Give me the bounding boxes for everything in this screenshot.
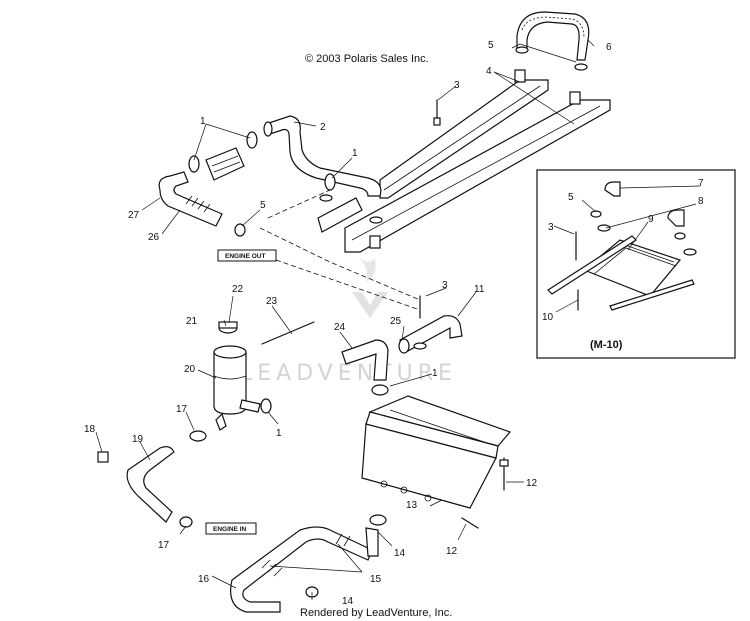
callout-20: 20 <box>184 364 196 375</box>
callout-12: 12 <box>446 546 458 557</box>
dashed-connection <box>259 189 421 311</box>
callout-13: 13 <box>406 500 418 511</box>
part-17-clamp-a <box>189 430 207 442</box>
callout-7: 7 <box>698 178 704 189</box>
callouts: 1 2 1 3 4 5 6 5 27 26 22 23 21 24 25 3 1… <box>84 40 704 607</box>
callout-23: 23 <box>266 296 278 307</box>
part-12-bolts <box>461 457 509 529</box>
part-11-hose <box>398 315 463 354</box>
callout-14: 14 <box>342 596 354 607</box>
part-6-hose <box>515 11 590 71</box>
callout-14: 14 <box>394 548 406 559</box>
callout-8: 8 <box>698 196 704 207</box>
part-4-heat-exchanger <box>317 69 611 253</box>
callout-5: 5 <box>488 40 494 51</box>
callout-17: 17 <box>158 540 170 551</box>
thermostat-housing <box>205 147 245 181</box>
part-24-hose <box>341 339 389 396</box>
copyright-text: © 2003 Polaris Sales Inc. <box>305 53 429 65</box>
callout-4: 4 <box>486 66 492 77</box>
callout-27: 27 <box>128 210 140 221</box>
part-3-screw-mid <box>413 295 427 350</box>
part-17-clamp-b <box>179 516 193 528</box>
part-16-hose <box>230 514 387 613</box>
callout-18: 18 <box>84 424 96 435</box>
engine-in-text: ENGINE IN <box>213 526 247 533</box>
rendered-by-text: Rendered by LeadVenture, Inc. <box>300 607 452 619</box>
callout-15: 15 <box>370 574 382 585</box>
callout-21: 21 <box>186 316 198 327</box>
callout-5: 5 <box>568 192 574 203</box>
inset-m10: (M-10) <box>536 169 736 359</box>
engine-out-label: ENGINE OUT <box>217 249 277 262</box>
watermark-text: LEADVENTURE <box>240 361 457 386</box>
leader-lines <box>95 39 701 600</box>
callout-11: 11 <box>474 284 485 295</box>
callout-9: 9 <box>648 214 654 225</box>
part-13-radiator <box>361 395 512 509</box>
callout-1: 1 <box>276 428 282 439</box>
part-19-hose <box>126 446 175 523</box>
part-18-fitting <box>97 451 109 463</box>
callout-26: 26 <box>148 232 160 243</box>
callout-1: 1 <box>352 148 358 159</box>
callout-2: 2 <box>320 122 326 133</box>
callout-24: 24 <box>334 322 346 333</box>
callout-5: 5 <box>260 200 266 211</box>
callout-10: 10 <box>542 312 554 323</box>
callout-3: 3 <box>442 280 448 291</box>
callout-25: 25 <box>390 316 402 327</box>
callout-12: 12 <box>526 478 538 489</box>
part-3-screw <box>433 99 441 126</box>
part-23-tube <box>261 321 315 345</box>
part-1-clamp-tank <box>260 398 272 414</box>
engine-out-text: ENGINE OUT <box>225 253 265 260</box>
part-20-coolant-tank <box>213 321 261 431</box>
watermark: LEADVENTURE <box>240 258 457 386</box>
callout-3: 3 <box>454 80 460 91</box>
part-2-hose <box>263 115 382 197</box>
callout-6: 6 <box>606 42 612 53</box>
callout-19: 19 <box>132 434 144 445</box>
callout-1: 1 <box>432 368 438 379</box>
inset-title: (M-10) <box>590 339 623 351</box>
part-26-27-hose <box>158 171 246 237</box>
callout-3: 3 <box>548 222 554 233</box>
engine-in-label: ENGINE IN <box>205 522 257 535</box>
callout-22: 22 <box>232 284 244 295</box>
callout-17: 17 <box>176 404 188 415</box>
callout-1: 1 <box>200 116 206 127</box>
callout-16: 16 <box>198 574 210 585</box>
